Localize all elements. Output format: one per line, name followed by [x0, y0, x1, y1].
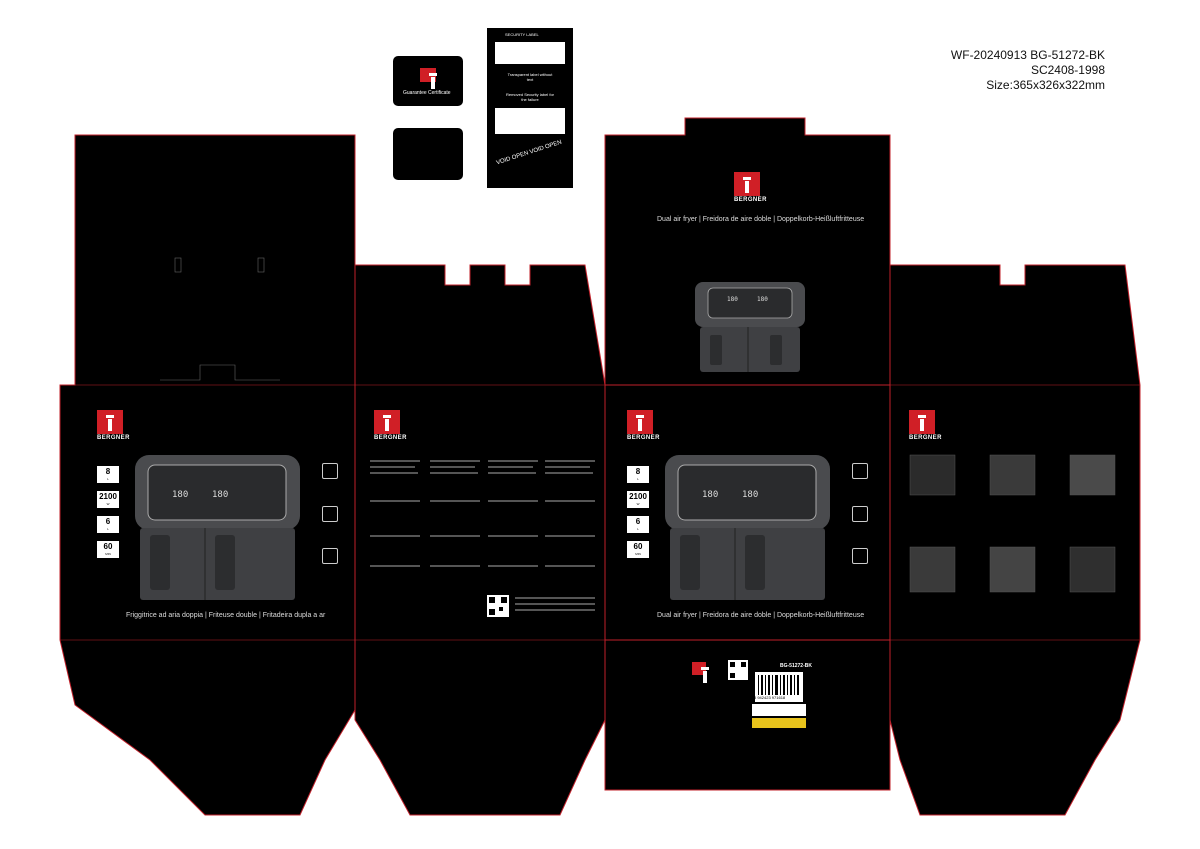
brand-logo-front: BERGNER: [627, 410, 660, 441]
left-fryer-image: [135, 455, 300, 600]
back-panel: [354, 264, 606, 816]
right-side-panel: [889, 264, 1141, 816]
drop-icon: [322, 548, 338, 564]
security-label-removed: Removed Security label for the failure: [505, 92, 555, 102]
brand-logo-back: BERGNER: [374, 410, 407, 441]
front-display-b: 180: [742, 490, 759, 500]
drop-icon: [852, 548, 868, 564]
brand-wordmark: BERGNER: [734, 197, 767, 203]
job-info-header: WF-20240913 BG-51272-BK SC2408-1998 Size…: [951, 48, 1105, 93]
brand-wordmark: BERGNER: [627, 435, 660, 441]
brand-logo-right: BERGNER: [909, 410, 942, 441]
job-info-line3: Size:365x326x322mm: [986, 78, 1105, 92]
feature-photos: [909, 454, 1116, 593]
certification-marks: [752, 704, 806, 728]
top-fryer-image: [695, 282, 805, 372]
thermometer-icon: [322, 463, 338, 479]
front-display-a: 180: [702, 490, 719, 500]
security-label-title: SECURITY LABEL: [505, 32, 539, 37]
qr-code-bottom: [728, 660, 748, 680]
layers-icon: [322, 506, 338, 522]
security-label-transparent: Transparent label without text: [507, 72, 553, 82]
brand-logo-left: BERGNER: [97, 410, 130, 441]
job-info-line1: WF-20240913 BG-51272-BK: [950, 48, 1105, 62]
multilingual-text-blocks: [370, 460, 595, 611]
qr-code-back: [487, 595, 509, 617]
front-tagline: Dual air fryer | Freidora de aire doble …: [657, 612, 865, 619]
job-info-line2: SC2408-1998: [1030, 63, 1105, 77]
thermometer-icon: [852, 463, 868, 479]
card-logo: [420, 68, 437, 89]
left-display-b: 180: [212, 490, 229, 500]
barcode: [755, 672, 803, 702]
brand-wordmark: BERGNER: [909, 435, 942, 441]
top-display-a: 180: [727, 296, 738, 303]
brand-wordmark: BERGNER: [97, 435, 130, 441]
brand-wordmark: BERGNER: [374, 435, 407, 441]
bottom-sku: BG-51272-BK: [780, 663, 812, 669]
brand-logo-top: BERGNER: [734, 172, 767, 203]
front-fryer-image: [665, 455, 830, 600]
guarantee-title: Guarantee Certificate: [403, 90, 451, 96]
left-display-a: 180: [172, 490, 189, 500]
security-label-strip: [487, 28, 573, 188]
brand-logo-bottom: [692, 662, 709, 683]
left-tagline: Friggitrice ad aria doppia | Friteuse do…: [126, 612, 326, 619]
top-tagline: Dual air fryer | Freidora de aire doble …: [657, 216, 865, 223]
barcode-number: 8 942423 971618: [754, 695, 786, 700]
layers-icon: [852, 506, 868, 522]
top-display-b: 180: [757, 296, 768, 303]
